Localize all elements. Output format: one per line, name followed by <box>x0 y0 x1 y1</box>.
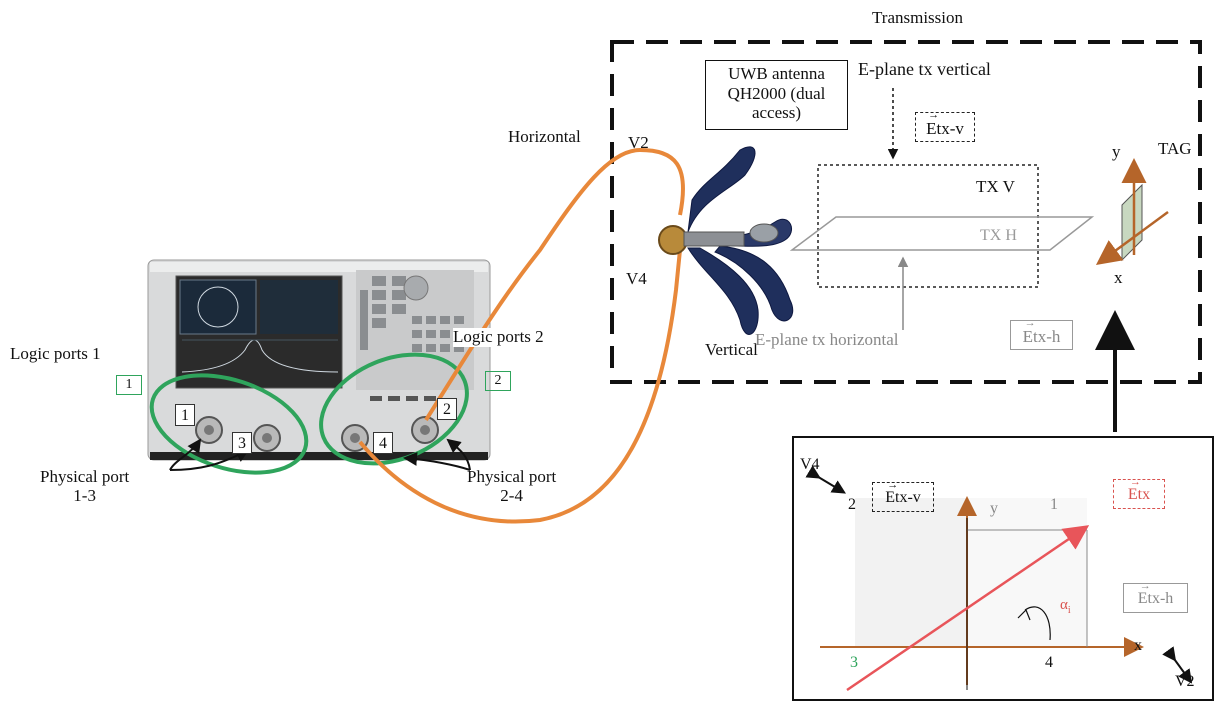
tx-h-label: TX H <box>980 227 1017 245</box>
inset-etx-h-box: →Etx-h <box>1123 583 1188 613</box>
tx-h-plane <box>792 217 1092 250</box>
physical-port-24-line2: 2-4 <box>467 487 556 506</box>
eplane-vertical-label: E-plane tx vertical <box>858 60 991 80</box>
inset-x-label: x <box>1134 637 1142 655</box>
logic-ports-1-label: Logic ports 1 <box>10 345 101 364</box>
physical-port-24-label: Physical port 2-4 <box>467 468 556 505</box>
logic-ports-2-label: Logic ports 2 <box>453 328 544 347</box>
inset-etx-box: →Etx <box>1113 479 1165 509</box>
horizontal-label: Horizontal <box>508 128 581 147</box>
uwb-antenna-icon <box>659 147 793 335</box>
etx-v-label: Etx-v <box>926 119 964 138</box>
inset-y-label: y <box>990 500 998 518</box>
antenna-label-line1: UWB antenna <box>706 64 847 84</box>
antenna-label-box: UWB antenna QH2000 (dual access) <box>705 60 848 130</box>
physical-port-13-line2: 1-3 <box>40 487 129 506</box>
port-3-badge: 3 <box>232 432 252 454</box>
logic-badge-1: 1 <box>116 375 142 395</box>
inset-etx-v-label: Etx-v <box>885 489 921 506</box>
inset-v2-label: V2 <box>1175 673 1195 691</box>
v2-label: V2 <box>628 134 649 153</box>
physical-port-13-line1: Physical port <box>40 468 129 487</box>
port-1-badge: 1 <box>175 404 195 426</box>
port-2-badge: 2 <box>437 398 457 420</box>
v4-label: V4 <box>626 270 647 289</box>
inset-etx-v-box: →Etx-v <box>872 482 934 512</box>
inset-num-2: 2 <box>848 496 856 514</box>
inset-num-1: 1 <box>1050 496 1058 514</box>
tag-label: TAG <box>1158 140 1192 159</box>
vertical-label: Vertical <box>705 341 758 360</box>
tag-axis-x: x <box>1114 269 1123 288</box>
inset-num-3: 3 <box>850 654 858 672</box>
inset-etx-label: Etx <box>1128 486 1150 503</box>
etx-h-label: Etx-h <box>1023 327 1061 346</box>
inset-num-4: 4 <box>1045 654 1053 672</box>
transmission-title: Transmission <box>872 9 963 28</box>
eplane-horizontal-label: E-plane tx horizontal <box>755 331 899 350</box>
etx-v-box: →Etx-v <box>915 112 975 142</box>
port-4-badge: 4 <box>373 432 393 454</box>
inset-alpha-symbol: α <box>1060 597 1068 613</box>
etx-h-box: →Etx-h <box>1010 320 1073 350</box>
tag-icon <box>1100 163 1168 262</box>
physical-port-13-label: Physical port 1-3 <box>40 468 129 505</box>
antenna-label-line3: access) <box>706 103 847 123</box>
inset-v4-label: V4 <box>800 456 820 474</box>
tag-axis-y: y <box>1112 143 1121 162</box>
tx-v-label: TX V <box>976 178 1015 197</box>
inset-alpha: αi <box>1060 597 1071 616</box>
antenna-label-line2: QH2000 (dual <box>706 84 847 104</box>
physical-port-24-line1: Physical port <box>467 468 556 487</box>
inset-etx-h-label: Etx-h <box>1138 590 1174 607</box>
logic-badge-2: 2 <box>485 371 511 391</box>
inset-alpha-sub: i <box>1068 605 1071 616</box>
